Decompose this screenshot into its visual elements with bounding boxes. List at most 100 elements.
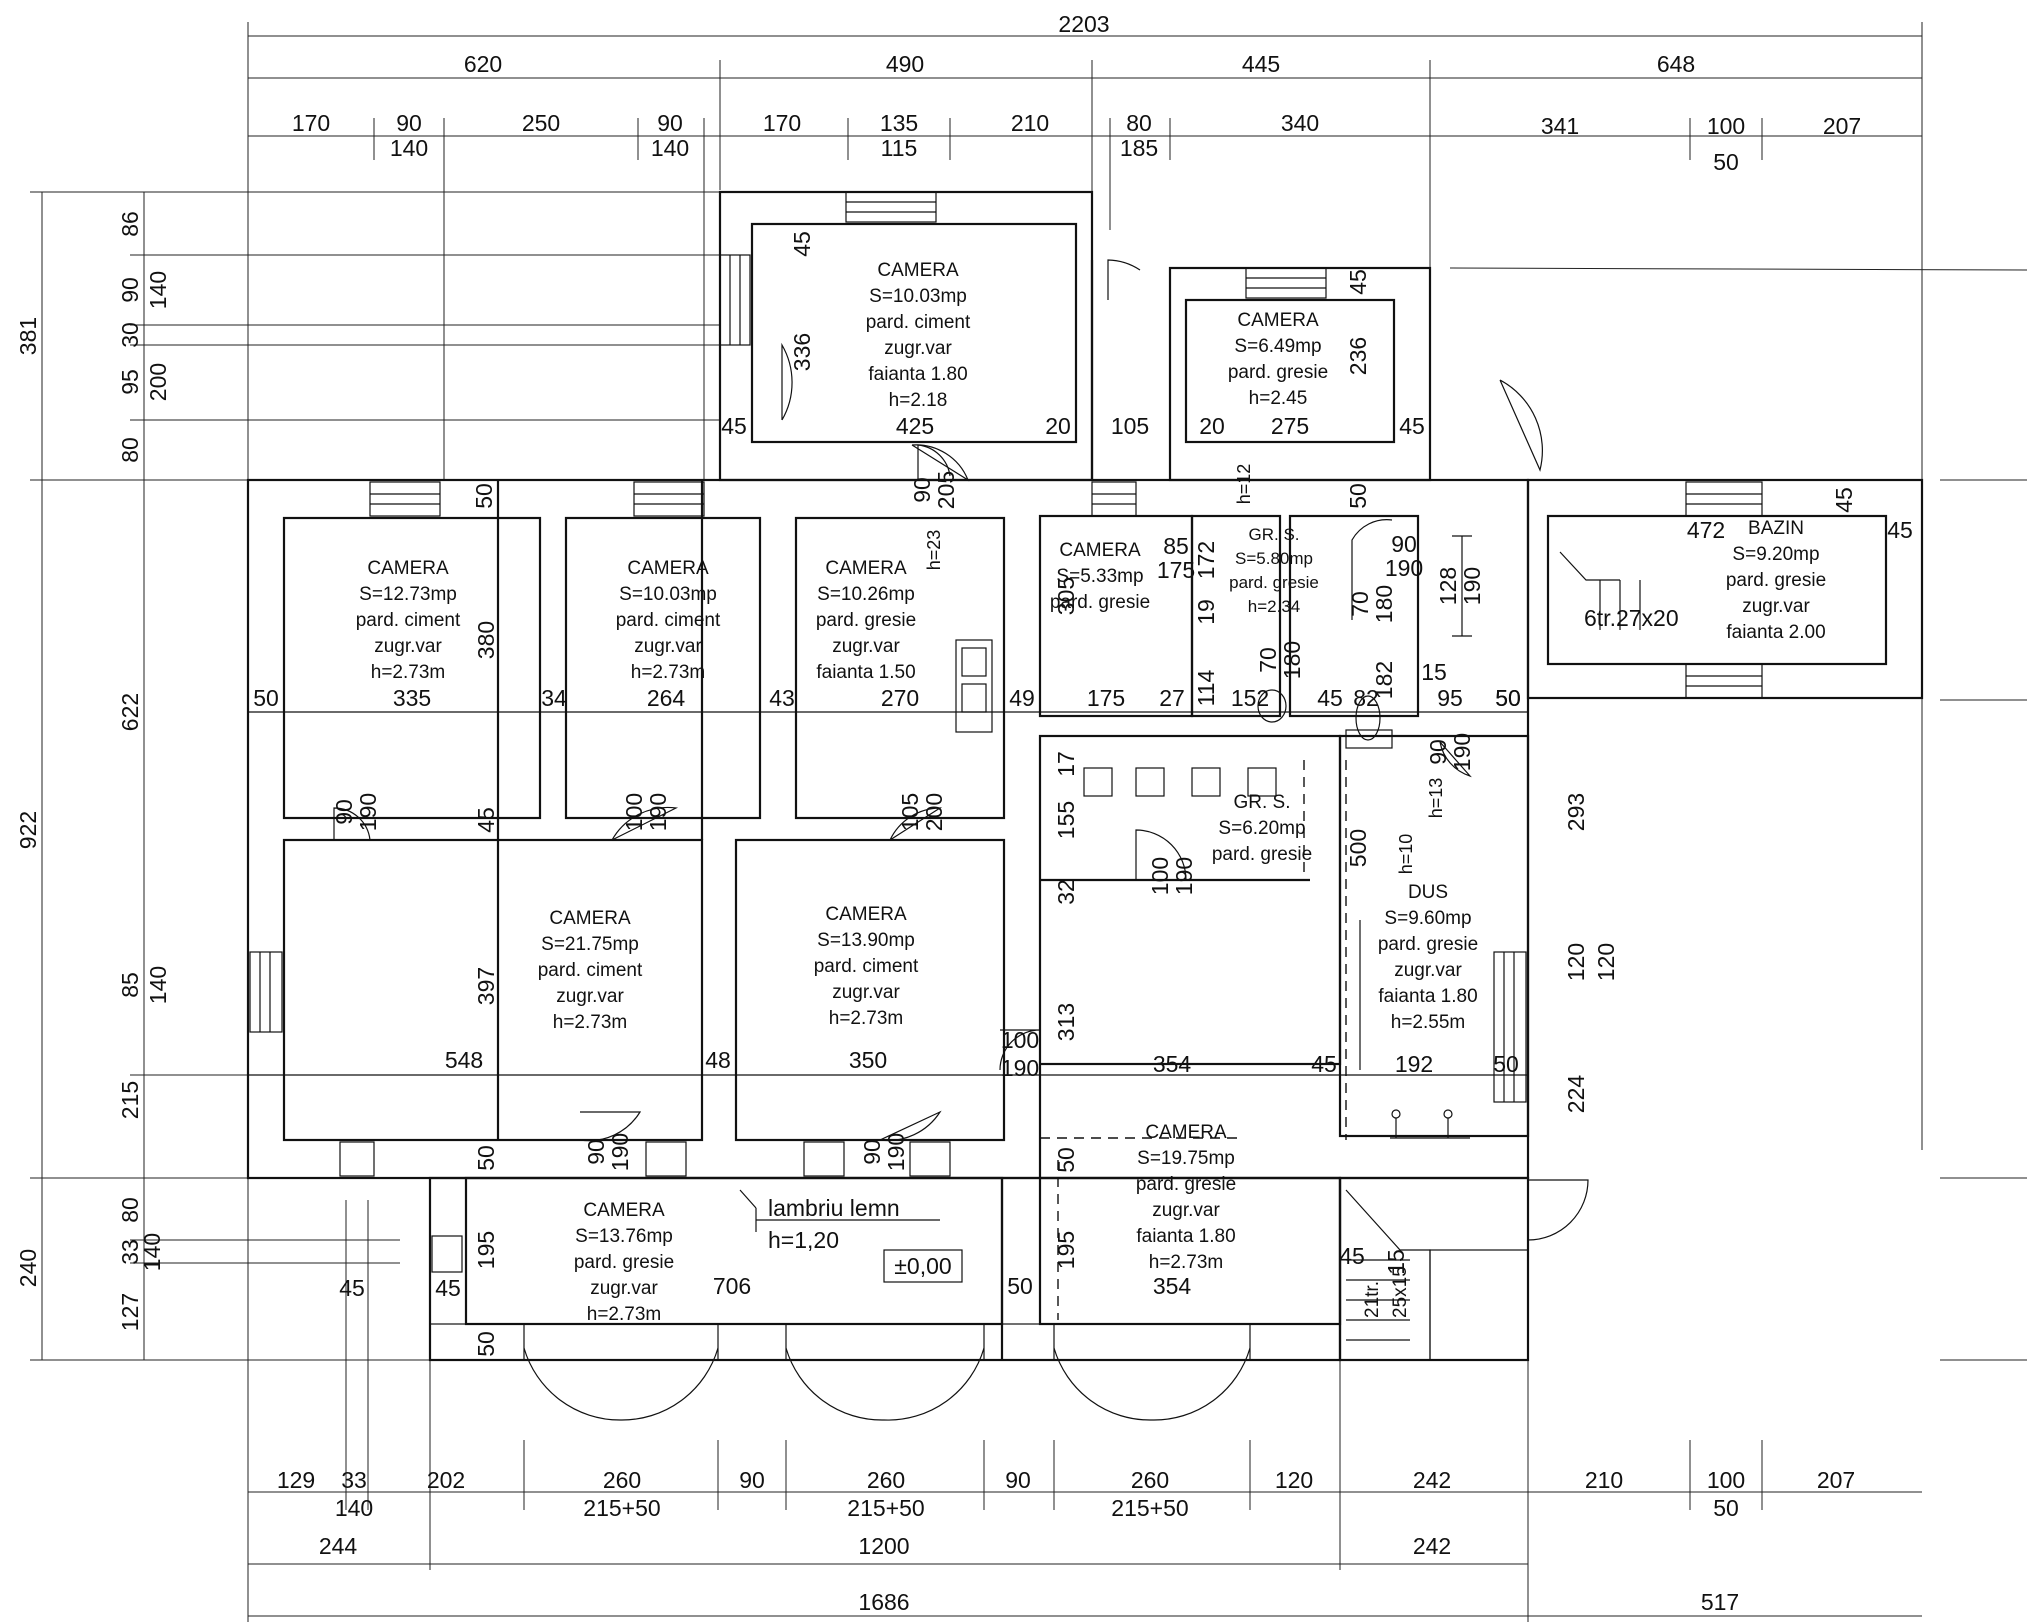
- inner-dim: 50: [1495, 685, 1521, 711]
- inner-dim: 50: [1053, 1147, 1079, 1173]
- room-line: zugr.var: [590, 1278, 658, 1299]
- dim-top-seg: 445: [1242, 51, 1280, 77]
- fixtures: [883, 535, 1641, 1360]
- inner-dim: 172: [1193, 541, 1219, 579]
- inner-dim: 354: [1153, 1273, 1192, 1299]
- room-name: CAMERA: [583, 1200, 665, 1221]
- room-label: GR. S. S=6.20mp pard. gresie: [1212, 792, 1312, 865]
- dim-left-outer: 381: [15, 317, 41, 355]
- dim-bottom-row3: 1686: [858, 1589, 909, 1615]
- dim-bottom-row1: 33: [341, 1467, 367, 1493]
- inner-dim: 90: [1425, 739, 1451, 765]
- room-line: zugr.var: [1394, 960, 1462, 981]
- room-line: S=6.20mp: [1218, 818, 1305, 839]
- bottom-dimension-lines: [247, 1150, 1922, 1622]
- inner-dim: 190: [1171, 857, 1197, 895]
- inner-dim: 27: [1159, 685, 1185, 711]
- dim-top-seg: 490: [886, 51, 924, 77]
- inner-dim: 50: [253, 685, 279, 711]
- room-name: GR. S.: [1233, 792, 1290, 813]
- dim-bottom-row1: 129: [277, 1467, 315, 1493]
- inner-dim: 236: [1345, 337, 1371, 375]
- inner-dim: 50: [1345, 483, 1371, 509]
- level-marker: ±0,00: [894, 1253, 951, 1279]
- inner-dim: 90: [583, 1139, 609, 1165]
- dim-bottom-row1: 260: [603, 1467, 641, 1493]
- dim-left-inner: 127: [117, 1293, 143, 1331]
- room-name: CAMERA: [1145, 1122, 1227, 1143]
- room-line: pard. ciment: [538, 960, 643, 981]
- room-name: GR. S.: [1248, 525, 1299, 544]
- dim-bottom-sub: 50: [1713, 1495, 1739, 1521]
- inner-dim: 105: [897, 793, 923, 831]
- inner-dim: 155: [1053, 801, 1079, 839]
- room-line: pard. gresie: [574, 1252, 674, 1273]
- room-line: zugr.var: [884, 338, 952, 359]
- inner-dim: 45: [1339, 1243, 1365, 1269]
- room-line: pard. ciment: [616, 610, 721, 631]
- inner-dim: 120: [1593, 943, 1619, 981]
- inner-dim: 190: [1001, 1055, 1039, 1081]
- dim-bottom-row1: 202: [427, 1467, 465, 1493]
- inner-dim: 45: [721, 413, 747, 439]
- room-name: CAMERA: [549, 908, 631, 929]
- inner-dim: 45: [1831, 487, 1857, 513]
- dim-top-row3: 170: [763, 110, 801, 136]
- toilet-fixture: [1355, 695, 1381, 741]
- note-lambriu: lambriu lemn: [768, 1195, 900, 1221]
- room-line: faianta 2.00: [1726, 622, 1825, 643]
- inner-dim: 70: [1255, 647, 1281, 673]
- inner-dim: 85: [1163, 533, 1189, 559]
- inner-dim: h=13: [1426, 778, 1446, 819]
- room-line: S=5.33mp: [1056, 566, 1143, 587]
- inner-dim: 120: [1563, 943, 1589, 981]
- inner-dim: 264: [647, 685, 686, 711]
- inner-dim: 50: [1493, 1051, 1519, 1077]
- room-line: S=12.73mp: [359, 584, 457, 605]
- inner-dim: 293: [1563, 793, 1589, 831]
- dim-left-inner: 33: [117, 1239, 143, 1265]
- inner-dim: 45: [339, 1275, 365, 1301]
- room-line: h=2.18: [889, 390, 948, 411]
- room-line: h=2.73m: [631, 662, 705, 683]
- inner-dim: 175: [1087, 685, 1125, 711]
- inner-dim: 706: [713, 1273, 751, 1299]
- dim-bottom-row2: 1200: [858, 1533, 909, 1559]
- toilet-fixture: [1257, 689, 1287, 723]
- dim-left-inner: 85: [117, 972, 143, 998]
- room-line: faianta 1.80: [1378, 986, 1477, 1007]
- room-label: CAMERA S=6.49mp pard. gresie h=2.45: [1228, 310, 1328, 409]
- inner-dim: 190: [1449, 733, 1475, 771]
- room-label: BAZIN S=9.20mp pard. gresie zugr.var fai…: [1726, 518, 1826, 643]
- room-name: CAMERA: [367, 558, 449, 579]
- sink-fixture: [955, 639, 993, 733]
- inner-dim: 100: [1001, 1027, 1039, 1053]
- inner-dim: 548: [445, 1047, 483, 1073]
- room-name: DUS: [1408, 882, 1448, 903]
- room-line: S=6.49mp: [1234, 336, 1321, 357]
- inner-dim: 48: [705, 1047, 731, 1073]
- level-marker-box: [883, 1249, 963, 1283]
- dim-top-row3: 341: [1541, 113, 1579, 139]
- dim-top-row3: 100: [1707, 113, 1745, 139]
- dim-bottom-row2: 242: [1413, 1533, 1451, 1559]
- inner-dim: 50: [1007, 1273, 1033, 1299]
- inner-dim: 19: [1193, 599, 1219, 625]
- walls: [246, 190, 1924, 1362]
- inner-dim: 180: [1371, 585, 1397, 623]
- washbasin-fixture: [1083, 767, 1113, 797]
- inner-dim: 100: [1147, 857, 1173, 895]
- inner-dim: 45: [1317, 685, 1343, 711]
- inner-dim: 45: [473, 807, 499, 833]
- dim-top-seg: 620: [464, 51, 502, 77]
- inner-dim: 224: [1563, 1075, 1589, 1114]
- inner-dim: 90: [1391, 531, 1417, 557]
- inner-dim: 152: [1231, 685, 1269, 711]
- room-line: pard. gresie: [1378, 934, 1478, 955]
- note-stairs-bottom: 21tr.: [1362, 1281, 1383, 1318]
- dim-left-inner: 215: [117, 1081, 143, 1119]
- room-label: CAMERA S=10.03mp pard. ciment zugr.var h…: [616, 558, 721, 683]
- room-line: zugr.var: [556, 986, 624, 1007]
- room-line: h=2.45: [1249, 388, 1308, 409]
- dim-left-mid: 622: [117, 693, 143, 731]
